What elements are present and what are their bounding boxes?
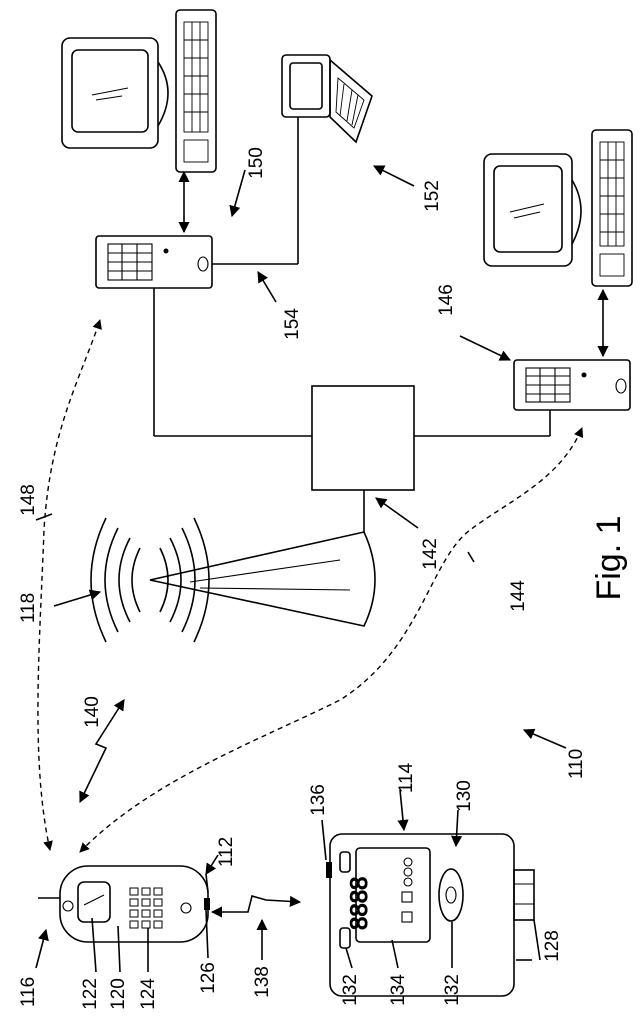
ref-152: 152 (422, 180, 443, 212)
desktop-computer-150 (62, 10, 216, 172)
ref-134: 134 (388, 974, 409, 1006)
laptop-computer-152 (282, 55, 372, 142)
network-wiring (154, 117, 550, 532)
ref-118: 118 (18, 593, 39, 623)
ref-136: 136 (308, 784, 329, 816)
ref-148: 148 (18, 484, 39, 516)
ref-114: 114 (396, 762, 417, 793)
ref-140: 140 (82, 696, 103, 728)
reference-leaders (36, 166, 566, 972)
antenna-tower-118 (91, 518, 375, 642)
server-150 (96, 236, 212, 288)
ref-124: 124 (138, 978, 159, 1010)
ref-112: 112 (216, 837, 237, 867)
ref-110: 110 (566, 749, 587, 779)
ref-154: 154 (282, 308, 303, 340)
ref-144: 144 (508, 580, 529, 612)
radio-link-138 (212, 896, 300, 912)
figure-caption: Fig. 1 (590, 515, 628, 600)
ref-116: 116 (18, 977, 39, 1007)
ref-130: 130 (454, 780, 475, 812)
ref-128: 128 (542, 930, 563, 962)
mobile-phone-116 (38, 866, 210, 942)
ref-150: 150 (246, 147, 267, 179)
ref-132-right: 132 (442, 974, 463, 1006)
ref-142: 142 (420, 538, 441, 570)
desktop-computer-146 (484, 130, 632, 286)
ref-126: 126 (198, 962, 219, 994)
server-146 (514, 360, 630, 410)
ref-132-left: 132 (340, 974, 361, 1006)
ref-138: 138 (252, 966, 273, 998)
ref-120: 120 (108, 978, 129, 1010)
meter-device-114: 8888 (326, 834, 534, 996)
reference-numerals: 150 152 154 146 148 142 144 118 140 110 … (18, 147, 587, 1010)
svg-text:8888: 8888 (346, 877, 373, 930)
dashed-path-144 (80, 428, 582, 852)
ref-146: 146 (436, 284, 457, 316)
network-node-142 (312, 386, 414, 490)
ref-122: 122 (80, 978, 101, 1010)
